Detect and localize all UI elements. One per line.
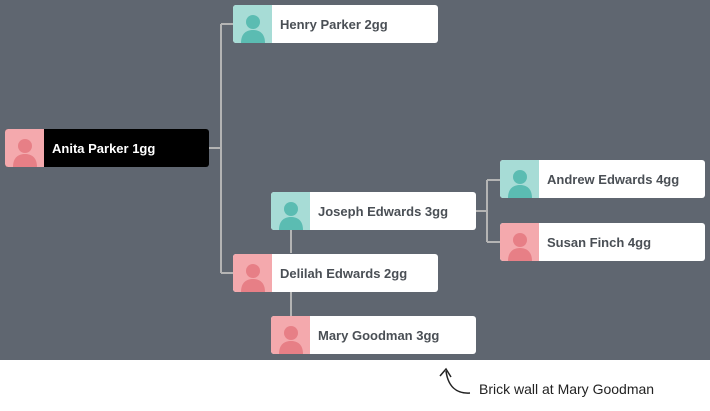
- person-name-label: Susan Finch 4gg: [547, 234, 652, 250]
- person-name-label: Mary Goodman 3gg: [318, 327, 440, 343]
- person-name-label: Delilah Edwards 2gg: [280, 265, 408, 281]
- female-avatar-icon: [500, 223, 539, 261]
- person-name-label: Joseph Edwards 3gg: [318, 203, 449, 219]
- female-avatar-icon: [5, 129, 44, 167]
- person-card-andrew-edwards[interactable]: Andrew Edwards 4gg: [500, 160, 705, 198]
- person-card-joseph-edwards[interactable]: Joseph Edwards 3gg: [271, 192, 476, 230]
- person-card-henry-parker[interactable]: Henry Parker 2gg: [233, 5, 438, 43]
- female-avatar-icon: [271, 316, 310, 354]
- person-name-label: Andrew Edwards 4gg: [547, 171, 680, 187]
- person-card-susan-finch[interactable]: Susan Finch 4gg: [500, 223, 705, 261]
- brick-wall-annotation: Brick wall at Mary Goodman: [438, 366, 698, 406]
- person-card-anita-parker[interactable]: Anita Parker 1gg: [5, 129, 209, 167]
- male-avatar-icon: [271, 192, 310, 230]
- person-card-delilah-edwards[interactable]: Delilah Edwards 2gg: [233, 254, 438, 292]
- person-card-mary-goodman[interactable]: Mary Goodman 3gg: [271, 316, 476, 354]
- family-tree-canvas: Anita Parker 1gg Henry Parker 2gg Delila…: [0, 0, 710, 360]
- tree-connector-lines: [209, 23, 500, 316]
- curved-arrow-icon: [439, 367, 471, 394]
- male-avatar-icon: [500, 160, 539, 198]
- male-avatar-icon: [233, 5, 272, 43]
- female-avatar-icon: [233, 254, 272, 292]
- person-name-label: Anita Parker 1gg: [52, 140, 156, 156]
- person-name-label: Henry Parker 2gg: [280, 16, 388, 32]
- annotation-text: Brick wall at Mary Goodman: [479, 381, 655, 397]
